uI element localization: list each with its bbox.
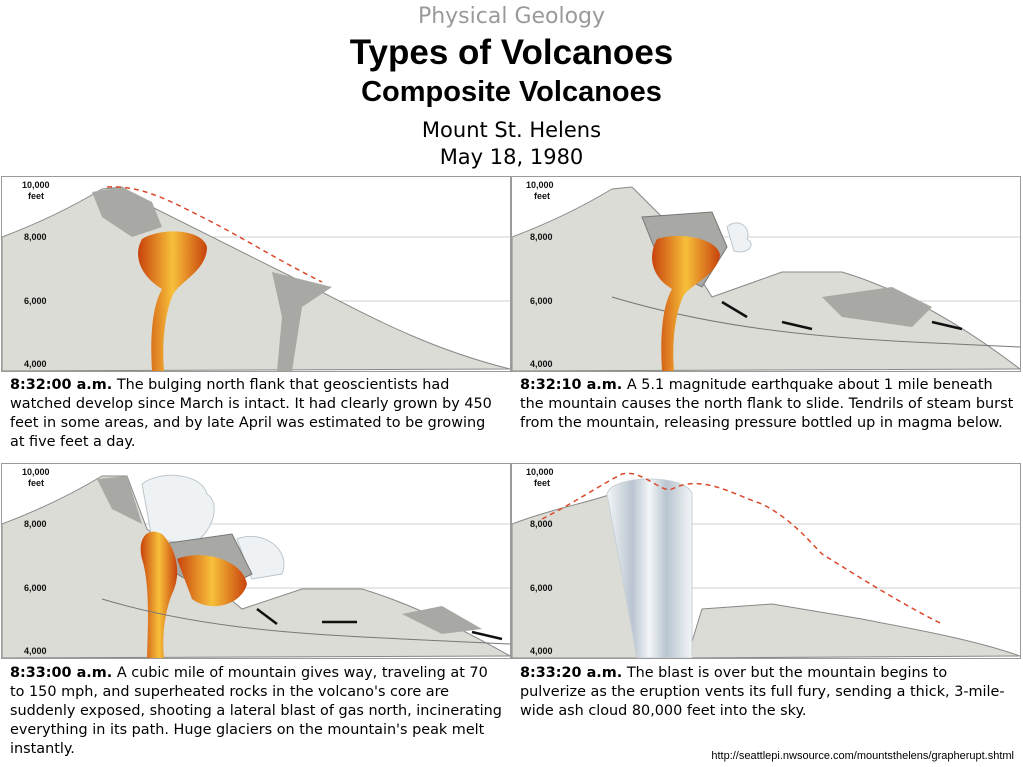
mountain-name: Mount St. Helens <box>421 118 602 142</box>
slide-surface <box>611 296 1020 348</box>
mountain-body <box>512 186 1020 371</box>
crater-rock <box>92 187 162 237</box>
elev-10000-label: 10,000 <box>22 467 50 477</box>
elev-8000-label: 8,000 <box>24 232 47 242</box>
elev-6000-label: 6,000 <box>24 583 47 593</box>
caption-text: A 5.1 magnitude earthquake about 1 mile … <box>520 377 1014 431</box>
source-url: http://seattlepi.nwsource.com/mountsthel… <box>711 750 1014 762</box>
diagram-panel-2: 10,000 feet 8,000 6,000 4,000 <box>511 176 1021 372</box>
north-flank-rock <box>272 272 332 371</box>
elev-4000-label: 4,000 <box>24 359 47 369</box>
caption-time: 8:32:00 a.m. <box>10 377 113 393</box>
caption-time: 8:33:20 a.m. <box>520 665 623 681</box>
page-title: Types of Volcanoes <box>349 33 674 72</box>
magma-conduit <box>652 235 720 371</box>
slide-arrow-1 <box>256 608 278 625</box>
ash-column <box>606 478 693 658</box>
magma-blob <box>177 555 247 607</box>
elev-feet-label: feet <box>28 191 44 201</box>
caption-panel-1: 8:32:00 a.m. The bulging north flank tha… <box>10 376 504 452</box>
elev-6000-label: 6,000 <box>24 296 47 306</box>
slide-arrow-3 <box>471 630 503 641</box>
caption-panel-3: 8:33:00 a.m. A cubic mile of mountain gi… <box>10 664 504 759</box>
pre-eruption-profile <box>106 186 323 283</box>
crater-rock <box>97 476 142 524</box>
caption-panel-4: 8:33:20 a.m. The blast is over but the m… <box>520 664 1015 721</box>
slide-arrow-3 <box>931 320 963 331</box>
elev-8000-label: 8,000 <box>24 519 47 529</box>
course-title: Physical Geology <box>417 4 606 29</box>
diagram-panel-1: 10,000 feet 8,000 6,000 4,000 <box>1 176 511 372</box>
elev-4000-label: 4,000 <box>530 359 553 369</box>
caption-text: The bulging north flank that geoscientis… <box>10 377 492 450</box>
slide-surface <box>101 598 510 645</box>
elev-6000-label: 6,000 <box>530 583 553 593</box>
caption-time: 8:33:00 a.m. <box>10 665 113 681</box>
caption-text: A cubic mile of mountain gives way, trav… <box>10 665 502 757</box>
elev-feet-label: feet <box>534 191 550 201</box>
slide-arrow-2 <box>781 320 813 331</box>
ash-cloud-profile <box>541 472 943 625</box>
elev-8000-label: 8,000 <box>530 519 553 529</box>
elev-10000-label: 10,000 <box>526 467 554 477</box>
slide-arrow-1 <box>721 300 748 319</box>
elev-4000-label: 4,000 <box>530 646 553 656</box>
mountain-body <box>2 186 510 371</box>
elev-10000-label: 10,000 <box>526 180 554 190</box>
caption-text: The blast is over but the mountain begin… <box>520 665 1005 719</box>
diagram-panel-3: 10,000 feet 8,000 6,000 4,000 <box>1 463 511 659</box>
debris-rock <box>822 287 932 327</box>
elev-feet-label: feet <box>534 478 550 488</box>
elev-6000-label: 6,000 <box>530 296 553 306</box>
elev-feet-label: feet <box>28 478 44 488</box>
north-remnant <box>686 603 1020 658</box>
elev-10000-label: 10,000 <box>22 180 50 190</box>
elev-8000-label: 8,000 <box>530 232 553 242</box>
magma-conduit <box>138 231 207 371</box>
diagram-panel-4: 10,000 feet 8,000 6,000 4,000 <box>511 463 1021 659</box>
caption-time: 8:32:10 a.m. <box>520 377 623 393</box>
page-subtitle: Composite Volcanoes <box>361 76 662 108</box>
debris-rock <box>402 606 482 634</box>
magma-conduit <box>140 531 178 658</box>
eruption-date: May 18, 1980 <box>439 145 584 169</box>
steam-plume <box>726 222 752 253</box>
mountain-body <box>2 475 510 658</box>
elev-4000-label: 4,000 <box>24 646 47 656</box>
caption-panel-2: 8:32:10 a.m. A 5.1 magnitude earthquake … <box>520 376 1015 433</box>
